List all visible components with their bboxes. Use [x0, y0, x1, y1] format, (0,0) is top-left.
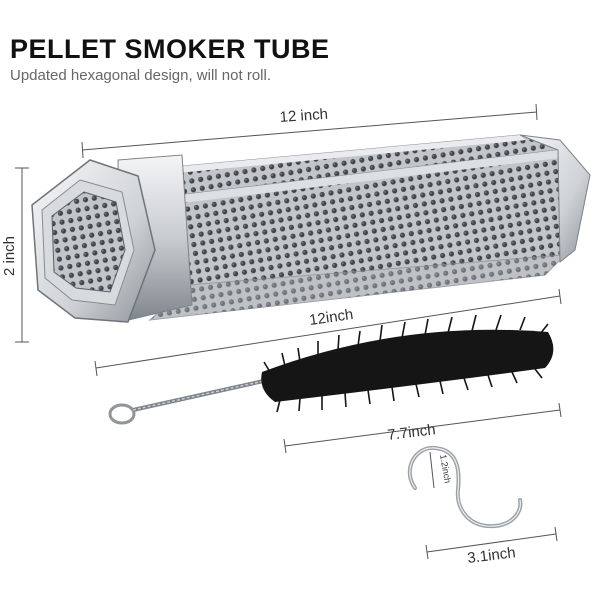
s-hook [407, 445, 523, 529]
hook-width-dimension: 3.1inch [425, 526, 558, 567]
tube-length-label: 12 inch [279, 106, 328, 126]
brush-length-label: 7.7inch [386, 421, 436, 444]
tube-bottom-label: 12inch [308, 306, 354, 329]
brush-bristles [261, 314, 554, 413]
brush-length-dimension: 7.7inch [283, 402, 562, 454]
tube-height-label: 2 inch [1, 236, 18, 276]
product-subtitle: Updated hexagonal design, will not roll. [10, 67, 271, 84]
tube-length-dimension: 12 inch [81, 103, 538, 159]
cleaning-brush [108, 314, 554, 425]
hook-height-label: 1.2inch [438, 454, 453, 484]
hook-width-label: 3.1inch [466, 544, 516, 567]
smoker-tube [31, 134, 591, 323]
tube-height-dimension: 2 inch [1, 167, 29, 343]
hook-height-dimension: 1.2inch [429, 451, 453, 489]
tube-bottom-dimension: 12inch [94, 288, 562, 377]
product-title: PELLET SMOKER TUBE [10, 34, 330, 64]
